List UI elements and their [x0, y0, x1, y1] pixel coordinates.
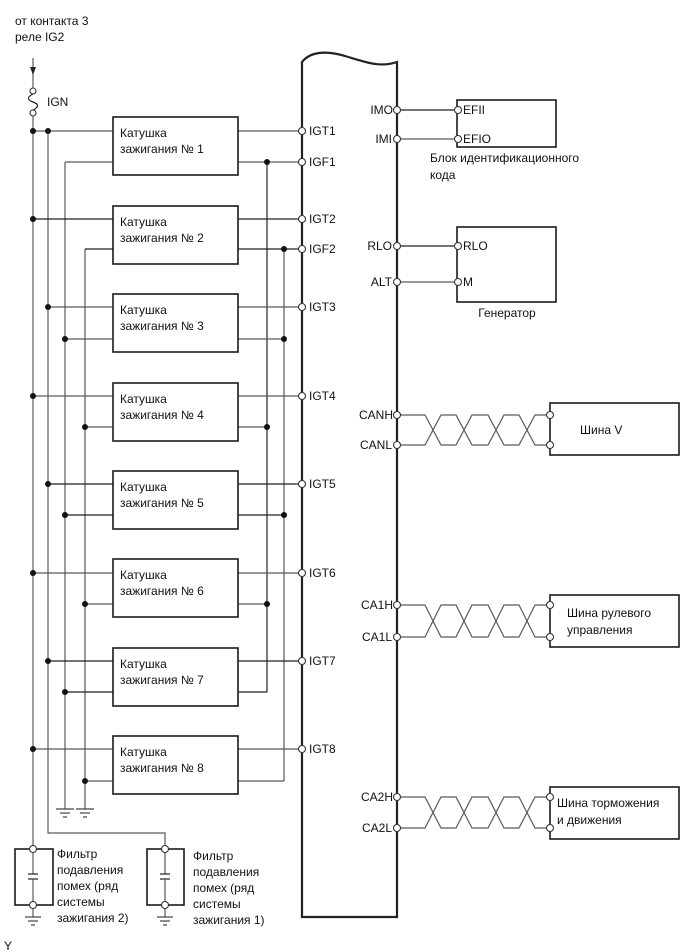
coil-label-line1: Катушка — [120, 392, 167, 406]
pin-label-ca1h: CA1H — [361, 598, 393, 612]
ignition-coil-3: Катушка зажигания № 3 — [112, 293, 239, 353]
noise-filter-2: Фильтр подавления помех (ряд системы заж… — [14, 844, 129, 926]
ground-icon — [157, 916, 173, 926]
coil-wires — [33, 130, 302, 782]
fuse-icon — [27, 87, 39, 117]
coil-label-line2: зажигания № 4 — [120, 408, 204, 422]
pin-label-imo: IMO — [370, 103, 393, 117]
pin-label-igt6: IGT6 — [309, 566, 336, 580]
immobilizer-unit: EFII EFIO Блок идентификационного кода — [392, 99, 579, 182]
source-label-line1: от контакта 3 — [15, 14, 89, 28]
filter-label-line4: системы — [193, 897, 241, 911]
bus-label-line2: управления — [567, 623, 632, 637]
bus-label-line1: Шина рулевого — [567, 606, 651, 620]
pin-label-ca2l: CA2L — [362, 821, 392, 835]
ecu-body — [300, 51, 399, 919]
twisted-pair-low — [397, 604, 550, 638]
coil-label-line1: Катушка — [120, 303, 167, 317]
pin-label-ca1l: CA1L — [362, 630, 392, 644]
pin-label-igf1: IGF1 — [309, 155, 336, 169]
coil-label-line2: зажигания № 3 — [120, 319, 204, 333]
can-bus-brake-drive: Шина торможения и движения — [392, 786, 680, 840]
source-label-line2: реле IG2 — [15, 30, 65, 44]
generator-unit: RLO M Генератор — [392, 226, 557, 320]
filter-label-line2: подавления — [57, 863, 123, 877]
filter-label-line5: зажигания 1) — [193, 913, 265, 927]
filter-label-line3: помех (ряд — [57, 879, 118, 893]
ecu-right-pin-labels: IMO IMI RLO ALT CANH CANL CA1H CA1L CA2H… — [359, 103, 393, 835]
pin-label-igt7: IGT7 — [309, 654, 336, 668]
ground-icon — [25, 916, 41, 926]
ignition-coil-6: Катушка зажигания № 6 — [112, 558, 239, 618]
bus-label-line1: Шина торможения — [557, 796, 659, 810]
pin-label-alt: ALT — [371, 275, 393, 289]
filter-label-line4: системы — [57, 895, 105, 909]
pin-label-igt4: IGT4 — [309, 389, 336, 403]
immobilizer-caption-line2: кода — [430, 168, 456, 182]
pin-label-ca2h: CA2H — [361, 790, 393, 804]
pin-label-igf2: IGF2 — [309, 242, 336, 256]
coil-label-line1: Катушка — [120, 126, 167, 140]
noise-filter-1: Фильтр подавления помех (ряд системы заж… — [146, 844, 265, 927]
ignition-coil-2: Катушка зажигания № 2 — [112, 205, 239, 265]
can-bus-v: Шина V — [392, 402, 680, 456]
pin-label-igt2: IGT2 — [309, 212, 336, 226]
twisted-pair-low — [397, 414, 550, 446]
pin-label-igt8: IGT8 — [309, 742, 336, 756]
pin-label-gen-rlo: RLO — [463, 239, 488, 253]
ignition-coil-5: Катушка зажигания № 5 — [112, 470, 239, 530]
ignition-coil-4: Катушка зажигания № 4 — [112, 382, 239, 442]
coil-label-line2: зажигания № 2 — [120, 231, 204, 245]
fuse-label: IGN — [47, 95, 68, 109]
coil-label-line2: зажигания № 1 — [120, 142, 204, 156]
coil-label-line2: зажигания № 7 — [120, 673, 204, 687]
filter-label-line3: помех (ряд — [193, 881, 254, 895]
ground-icon — [56, 808, 74, 818]
pin-label-rlo: RLO — [367, 239, 392, 253]
coil-label-line1: Катушка — [120, 745, 167, 759]
footer-mark: Y — [4, 939, 12, 952]
filter-label-line5: зажигания 2) — [57, 911, 129, 925]
coil-label-line2: зажигания № 6 — [120, 584, 204, 598]
bus-label-line1: Шина V — [580, 423, 622, 437]
ground-icon — [76, 808, 94, 818]
igf-buses — [266, 162, 285, 781]
pin-label-gen-m: M — [463, 275, 473, 289]
ecu-left-pins: IGT1 IGF1 IGT2 IGF2 IGT3 IGT4 IGT5 IGT6 … — [297, 124, 336, 756]
pin-label-efii: EFII — [463, 103, 485, 117]
pin-label-igt3: IGT3 — [309, 300, 336, 314]
coil-label-line2: зажигания № 5 — [120, 496, 204, 510]
bus-label-line2: и движения — [557, 813, 622, 827]
pin-label-igt5: IGT5 — [309, 477, 336, 491]
arrow-down-icon — [30, 58, 36, 88]
coil-label-line1: Катушка — [120, 657, 167, 671]
coil-label-line1: Катушка — [120, 568, 167, 582]
can-bus-steering: Шина рулевого управления — [392, 594, 680, 648]
twisted-pair-low — [397, 796, 550, 829]
filter-label-line1: Фильтр — [57, 847, 98, 861]
generator-caption: Генератор — [478, 306, 536, 320]
junction-dots — [30, 128, 287, 784]
pin-label-igt1: IGT1 — [309, 124, 336, 138]
pin-label-efio: EFIO — [463, 132, 491, 146]
coil-label-line2: зажигания № 8 — [120, 761, 204, 775]
pin-label-canh: CANH — [359, 408, 393, 422]
ignition-coil-7: Катушка зажигания № 7 — [112, 647, 239, 707]
coil-label-line1: Катушка — [120, 215, 167, 229]
coil-label-line1: Катушка — [120, 480, 167, 494]
ignition-coil-1: Катушка зажигания № 1 — [112, 116, 239, 176]
ignition-coil-8: Катушка зажигания № 8 — [112, 735, 239, 795]
filter-label-line2: подавления — [193, 865, 259, 879]
immobilizer-caption-line1: Блок идентификационного — [430, 151, 579, 165]
filter-label-line1: Фильтр — [193, 849, 234, 863]
pin-label-imi: IMI — [375, 132, 392, 146]
pin-label-canl: CANL — [360, 438, 392, 452]
